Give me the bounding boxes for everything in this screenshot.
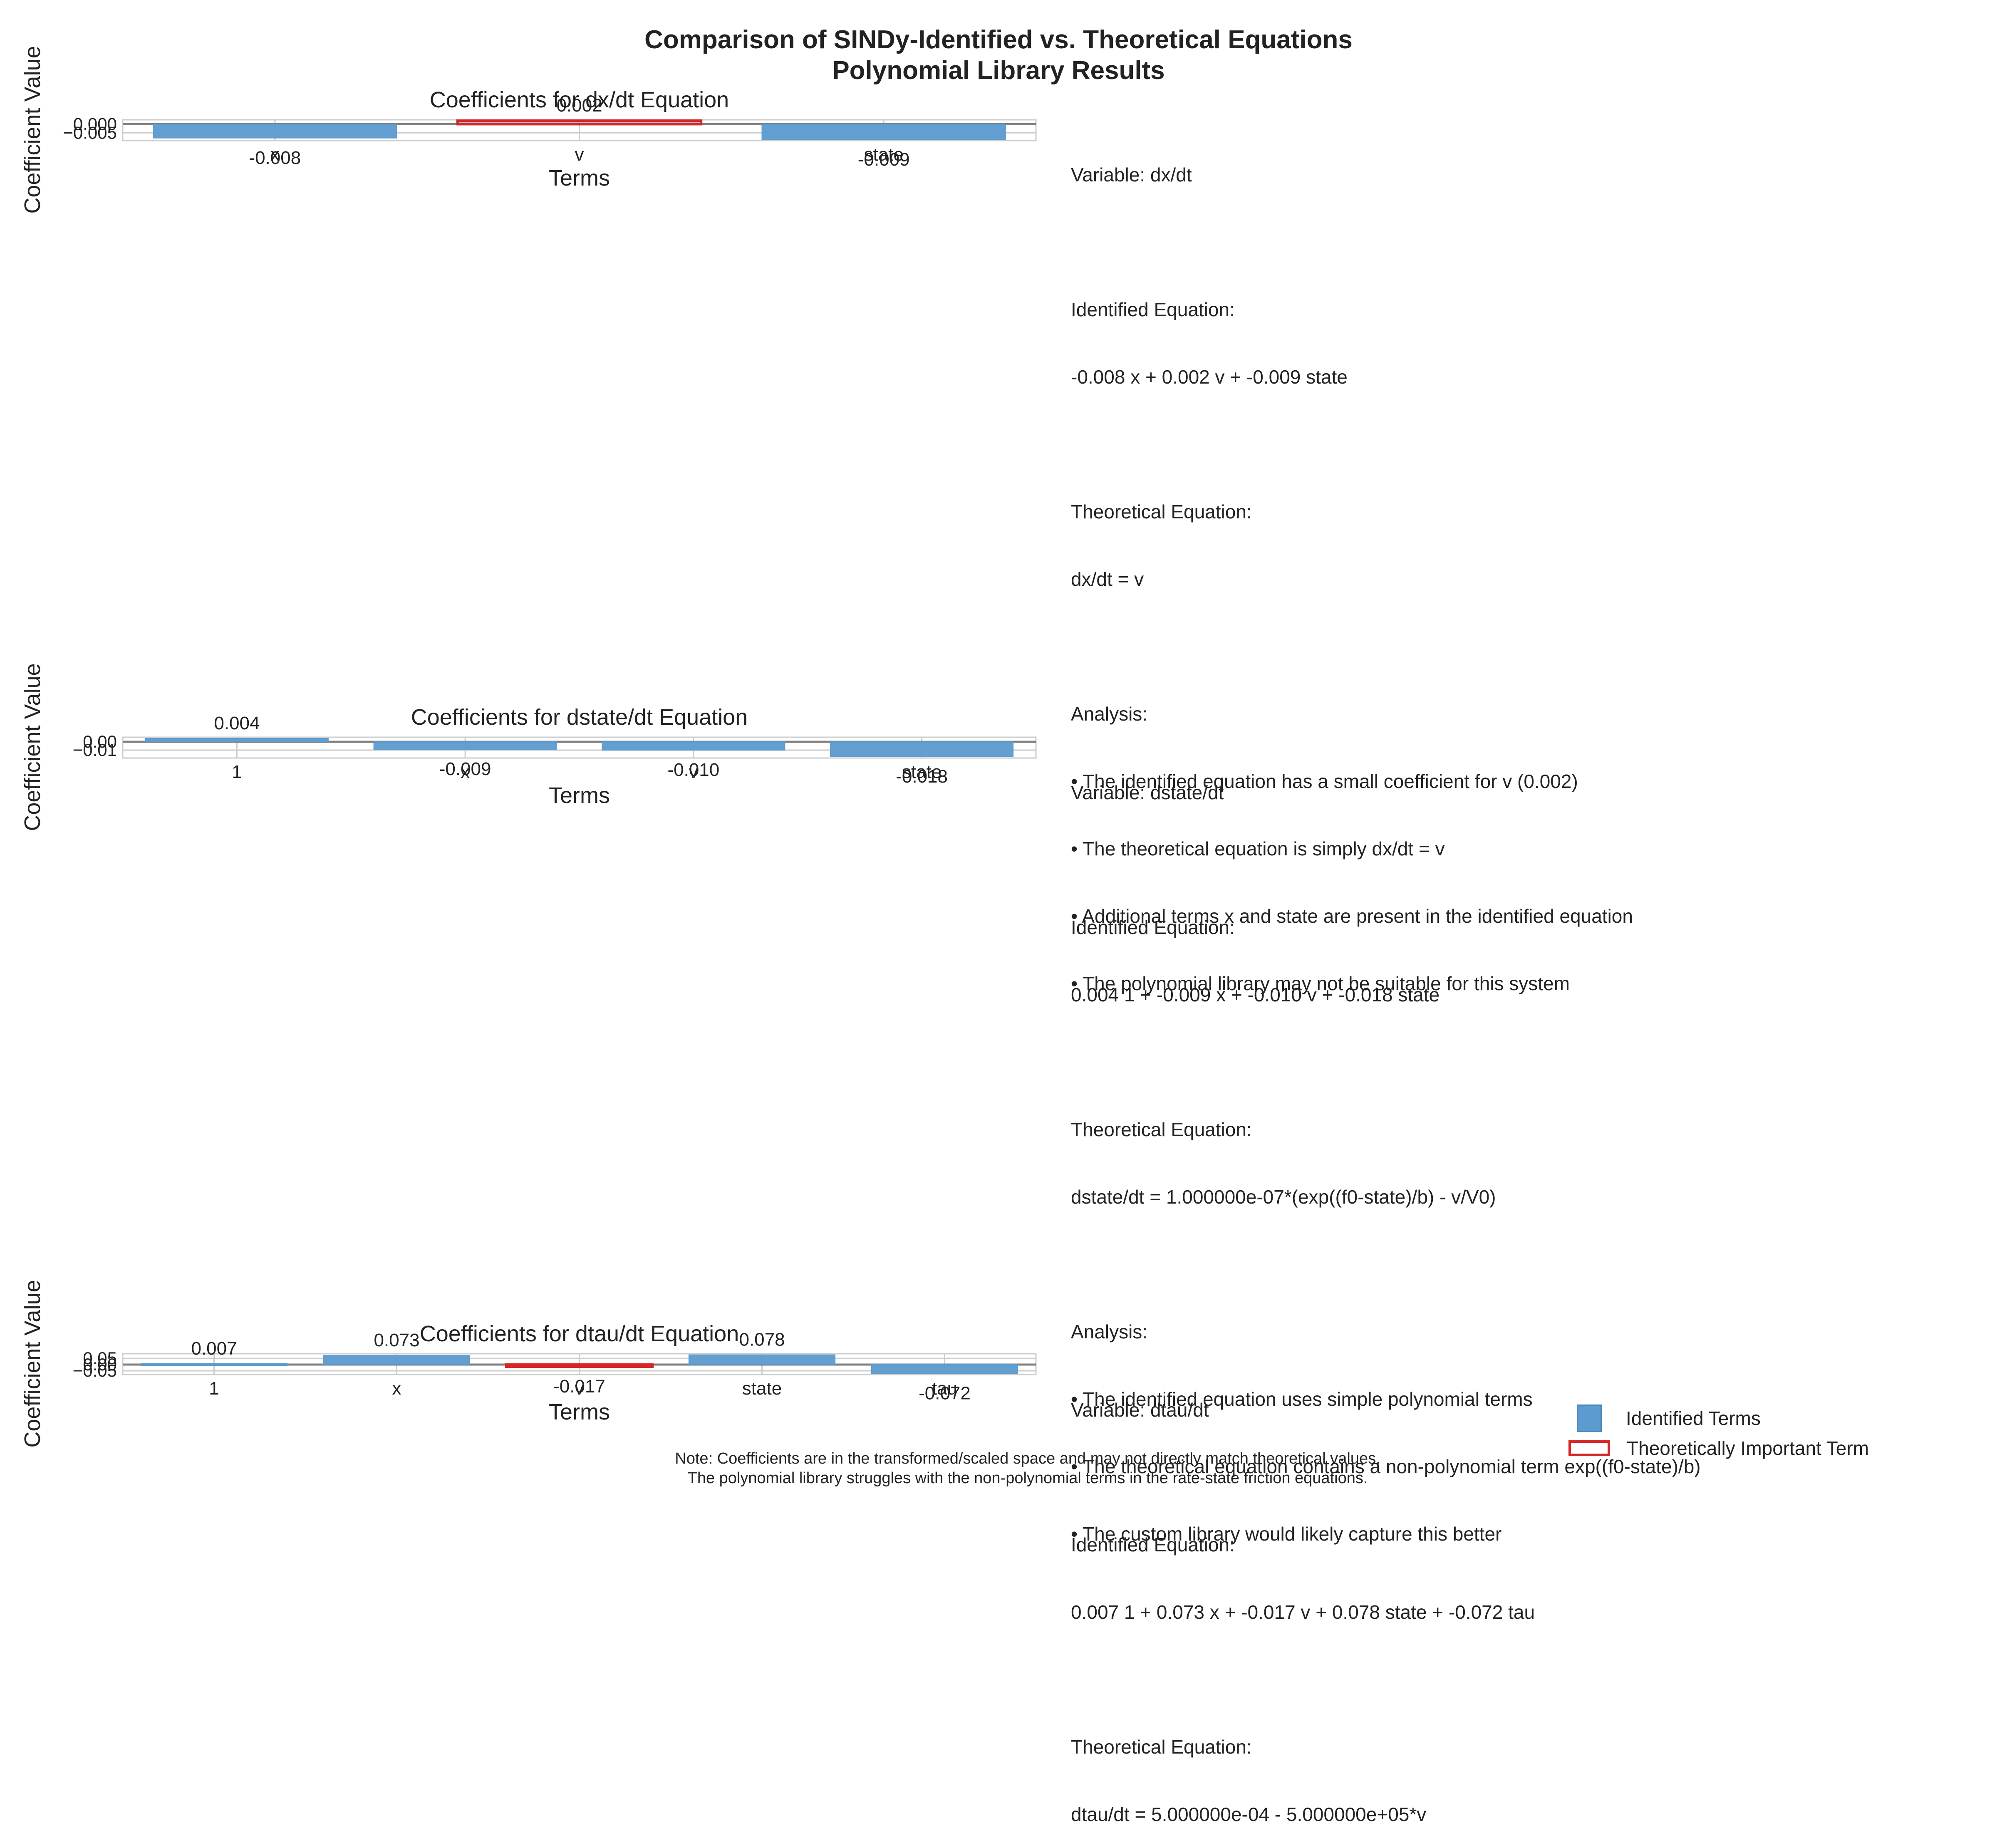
info-identified-equation: 0.004 1 + -0.009 x + -0.010 v + -0.018 s… xyxy=(1071,984,1440,1006)
bar-state xyxy=(688,1354,836,1365)
bar-v xyxy=(456,119,703,126)
info-identified-heading: Identified Equation: xyxy=(1071,917,1235,938)
x-tick-label: v xyxy=(575,144,584,165)
footnote-line1: Note: Coefficients are in the transforme… xyxy=(675,1450,1380,1467)
subplot-title: Coefficients for dstate/dt Equation xyxy=(411,705,748,730)
y-axis-label: Coefficient Value xyxy=(20,1280,45,1447)
legend-swatch-important xyxy=(1568,1440,1610,1456)
bar-value-label: -0.009 xyxy=(439,759,491,779)
x-tick-label: v xyxy=(575,1378,584,1399)
info-analysis-line: • Additional terms x and state are prese… xyxy=(1071,905,1633,927)
x-axis-label: Terms xyxy=(549,166,610,191)
y-tick-label: −0.05 xyxy=(73,1361,117,1380)
y-axis-label: Coefficient Value xyxy=(20,663,45,831)
bar-value-label: 0.073 xyxy=(374,1330,419,1350)
bar-1 xyxy=(140,1363,288,1366)
info-dxdt: Variable: dx/dt Identified Equation: -0.… xyxy=(1071,119,1633,1017)
info-theoretical-heading: Theoretical Equation: xyxy=(1071,1119,1252,1140)
info-analysis-heading: Analysis: xyxy=(1071,1321,1148,1343)
info-analysis-heading: Analysis: xyxy=(1071,703,1148,725)
info-analysis-line: • The identified equation uses simple po… xyxy=(1071,1388,1533,1410)
legend-item-identified: Identified Terms xyxy=(1577,1403,1869,1433)
legend-item-important: Theoretically Important Term xyxy=(1568,1433,1869,1463)
x-axis-label: Terms xyxy=(549,1400,610,1424)
bar-tau xyxy=(871,1364,1018,1374)
bar-state xyxy=(830,741,1014,757)
bar-x xyxy=(373,741,557,750)
info-analysis-line: • The theoretical equation contains a no… xyxy=(1071,1456,1701,1477)
chart-panels: 0.000−0.005-0.008x0.002v-0.009stateCoeff… xyxy=(20,46,1037,1448)
y-tick-label: −0.005 xyxy=(63,123,117,142)
bar-value-label: 0.007 xyxy=(191,1338,237,1359)
bar-value-label: -0.018 xyxy=(896,766,948,787)
info-variable: Variable: dtau/dt xyxy=(1071,1399,1209,1421)
bar-v xyxy=(602,741,785,751)
x-tick-label: 1 xyxy=(232,762,242,782)
y-tick-label: 0.00 xyxy=(83,1355,117,1374)
footnote-line2: The polynomial library struggles with th… xyxy=(687,1469,1368,1487)
x-tick-label: x xyxy=(461,762,470,782)
subplot-title: Coefficients for dtau/dt Equation xyxy=(420,1321,739,1346)
y-axis-label: Coefficient Value xyxy=(20,46,45,213)
info-analysis-line: • The polynomial library may not be suit… xyxy=(1071,973,1570,994)
x-tick-label: tau xyxy=(932,1378,957,1399)
info-theoretical-equation: dtau/dt = 5.000000e-04 - 5.000000e+05*v xyxy=(1071,1803,1427,1825)
y-tick-label: 0.05 xyxy=(83,1348,117,1368)
bar-value-label: -0.072 xyxy=(919,1383,971,1404)
info-theoretical-equation: dstate/dt = 1.000000e-07*(exp((f0-state)… xyxy=(1071,1186,1496,1208)
bar-value-label: 0.078 xyxy=(739,1330,785,1350)
bar-value-label: -0.008 xyxy=(249,148,301,168)
legend-label-identified: Identified Terms xyxy=(1626,1407,1761,1429)
y-tick-label: 0.00 xyxy=(83,732,117,751)
info-dtaudt: Variable: dtau/dt Identified Equation: 0… xyxy=(1071,1354,1535,1848)
x-tick-label: 1 xyxy=(209,1378,219,1399)
info-theoretical-equation: dx/dt = v xyxy=(1071,568,1144,590)
x-tick-label: state xyxy=(902,762,942,782)
bar-value-label: 0.002 xyxy=(556,95,602,116)
info-identified-equation: -0.008 x + 0.002 v + -0.009 state xyxy=(1071,366,1348,388)
bar-value-label: -0.009 xyxy=(858,149,910,170)
info-variable: Variable: dstate/dt xyxy=(1071,782,1224,803)
x-tick-label: v xyxy=(689,762,698,782)
legend-label-important: Theoretically Important Term xyxy=(1627,1437,1869,1459)
info-theoretical-heading: Theoretical Equation: xyxy=(1071,1736,1252,1758)
info-analysis-line: • The theoretical equation is simply dx/… xyxy=(1071,838,1445,860)
y-tick-label: −0.01 xyxy=(73,740,117,760)
legend-swatch-identified xyxy=(1577,1405,1602,1432)
legend: Identified Terms Theoretically Important… xyxy=(1568,1403,1869,1463)
info-identified-heading: Identified Equation: xyxy=(1071,299,1235,320)
x-tick-label: state xyxy=(742,1378,782,1399)
bar-value-label: -0.017 xyxy=(553,1376,605,1397)
bar-x xyxy=(153,124,397,139)
x-tick-label: state xyxy=(864,144,903,165)
x-axis-label: Terms xyxy=(549,783,610,808)
info-identified-equation: 0.007 1 + 0.073 x + -0.017 v + 0.078 sta… xyxy=(1071,1601,1535,1623)
x-tick-label: x xyxy=(270,144,280,165)
info-variable: Variable: dx/dt xyxy=(1071,164,1192,186)
subplot-title: Coefficients for dx/dt Equation xyxy=(430,87,729,112)
bar-x xyxy=(323,1355,471,1365)
figure-title-line1: Comparison of SINDy-Identified vs. Theor… xyxy=(644,25,1353,54)
info-analysis-line: • The identified equation has a small co… xyxy=(1071,770,1578,792)
bar-state xyxy=(761,124,1006,140)
bar-value-label: -0.010 xyxy=(667,760,719,780)
figure-title-line2: Polynomial Library Results xyxy=(832,56,1165,85)
info-identified-heading: Identified Equation: xyxy=(1071,1534,1235,1556)
bar-v xyxy=(505,1363,654,1368)
y-tick-label: 0.000 xyxy=(73,114,117,134)
bar-1 xyxy=(145,738,329,742)
x-tick-label: x xyxy=(392,1378,401,1399)
figure: Comparison of SINDy-Identified vs. Theor… xyxy=(20,25,1353,1448)
info-theoretical-heading: Theoretical Equation: xyxy=(1071,501,1252,523)
bar-value-label: 0.004 xyxy=(214,713,260,733)
